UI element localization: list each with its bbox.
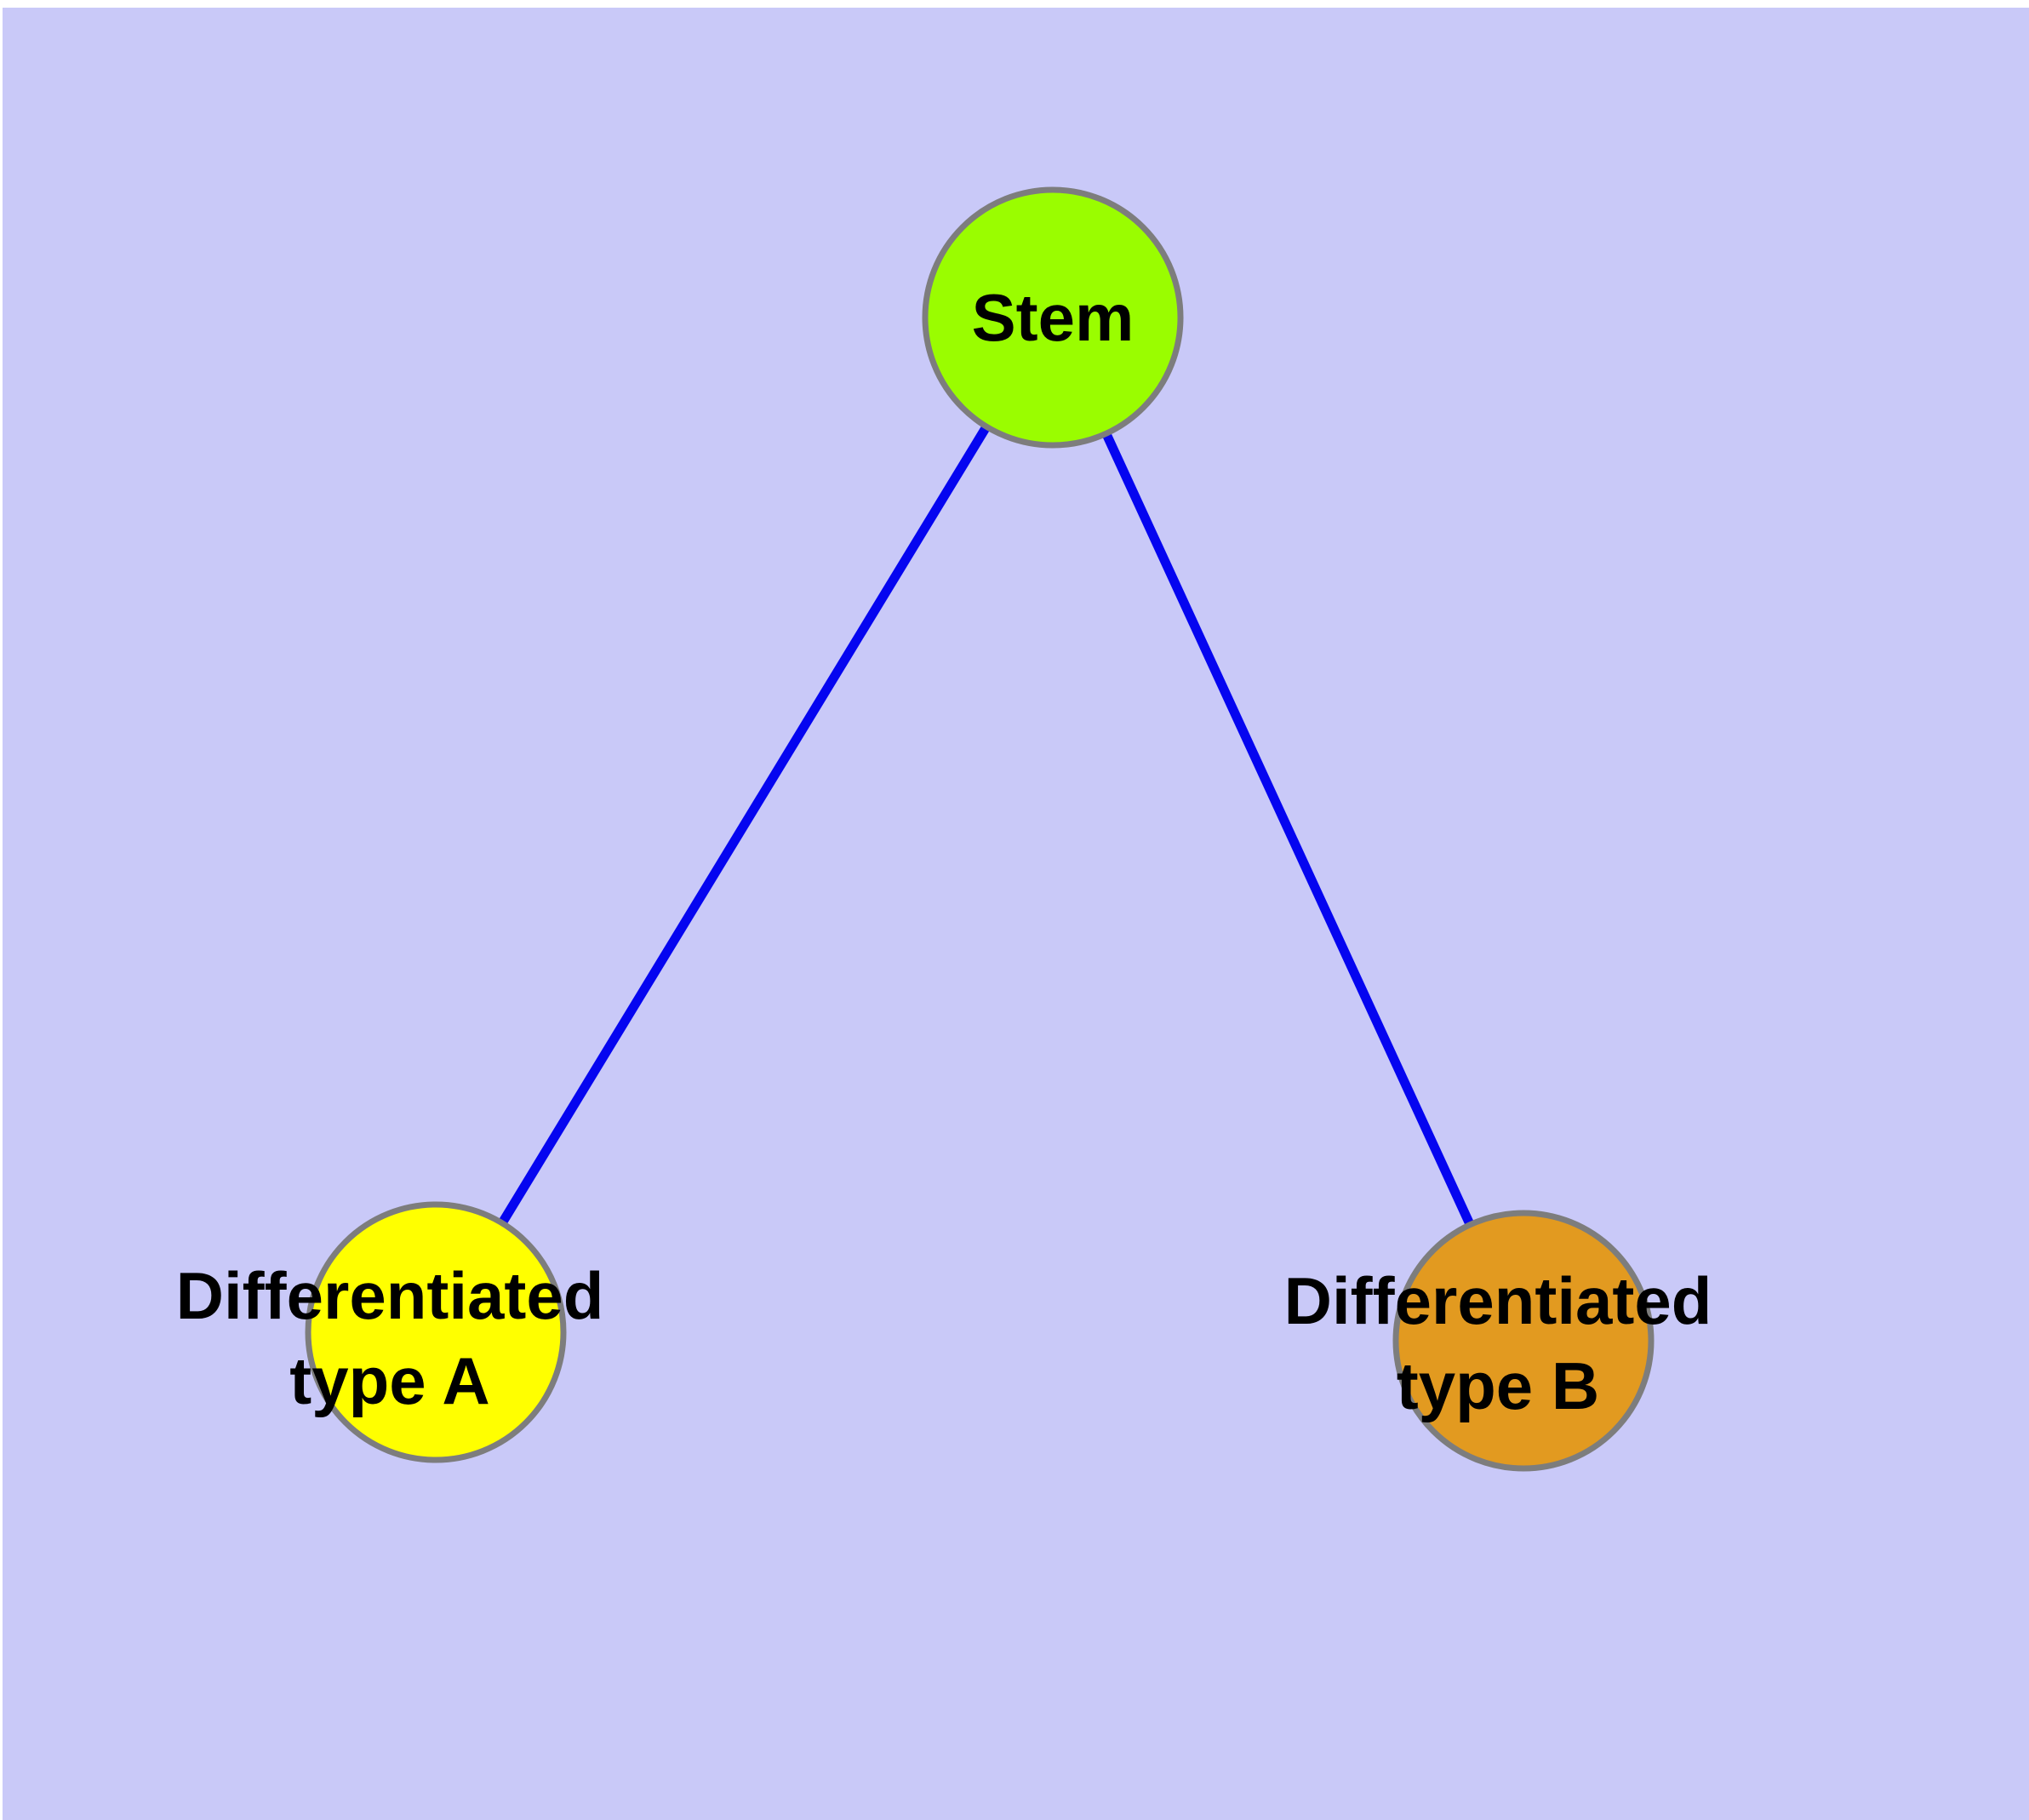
node-stem [922,186,1184,449]
node-differentiated-type-b [1392,1210,1655,1472]
node-label-stem: Stem [971,280,1135,355]
edge-stem-to-type-a [432,315,1057,1335]
node-label-differentiated-type-b: Differentiated type B [1283,1263,1712,1423]
node-label-differentiated-type-a: Differentiated type A [175,1258,604,1418]
node-differentiated-type-a [305,1201,567,1463]
edge-stem-to-type-b [1049,315,1528,1343]
